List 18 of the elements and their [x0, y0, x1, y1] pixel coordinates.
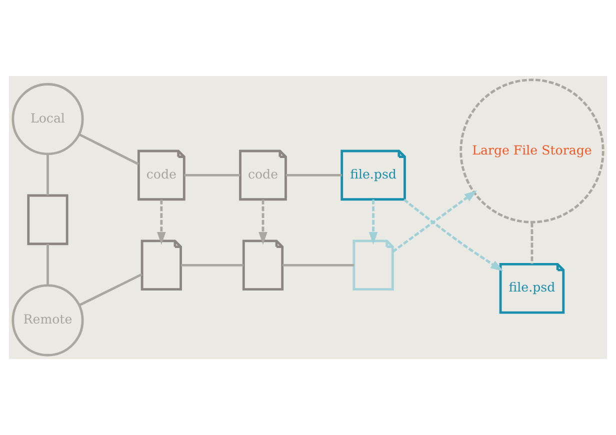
connector — [78, 273, 142, 306]
arrow — [392, 190, 477, 253]
connector — [184, 174, 240, 176]
connector — [181, 264, 244, 266]
connector — [46, 154, 49, 196]
connector — [282, 264, 354, 266]
node-circle: Local — [12, 83, 84, 156]
connector — [286, 174, 342, 176]
arrow — [258, 200, 268, 245]
arrow — [368, 200, 378, 245]
connector — [530, 222, 534, 264]
connector — [78, 133, 139, 166]
arrow — [157, 200, 166, 245]
node-circle: Large File Storage — [460, 78, 604, 224]
node-book — [27, 194, 68, 246]
arrow — [403, 198, 504, 272]
node-circle: Remote — [12, 284, 84, 356]
connector — [46, 244, 49, 286]
